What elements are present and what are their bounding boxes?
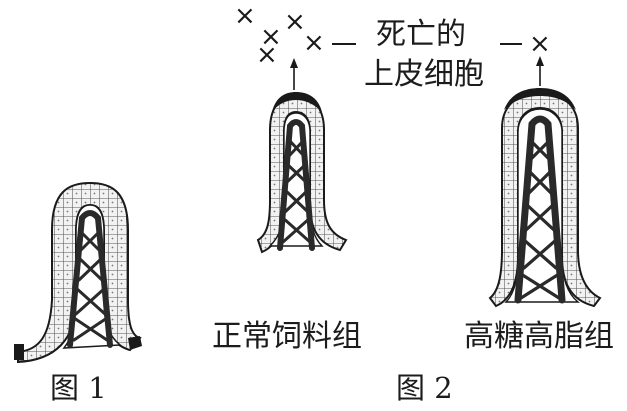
annotation-line2: 上皮细胞 xyxy=(364,57,484,92)
group-label-highfat: 高糖高脂组 xyxy=(464,319,614,354)
group-label-normal: 正常饲料组 xyxy=(212,319,362,354)
villus1-core xyxy=(67,210,113,348)
villus-highfat xyxy=(488,88,602,308)
arrow-highfat xyxy=(536,56,544,86)
arrow-normal xyxy=(290,58,298,90)
villus-highfat-core xyxy=(514,115,566,304)
figure2-caption: 图 2 xyxy=(396,371,453,405)
villus-normal xyxy=(256,92,348,254)
villus-normal-core xyxy=(277,119,315,251)
dead-cell-mark: × xyxy=(529,29,551,59)
dead-cell-mark: × xyxy=(234,1,256,31)
dead-cell-mark: × xyxy=(256,40,278,70)
villus-highfat-cap xyxy=(504,88,576,110)
dead-cell-mark: × xyxy=(284,7,306,37)
villus1-tail-left xyxy=(14,344,24,360)
villus1-tail-right xyxy=(128,336,142,350)
villus-normal-cap xyxy=(272,92,322,112)
villus-figure1 xyxy=(14,181,142,364)
figure1-caption: 图 1 xyxy=(50,371,107,405)
annotation-line1: 死亡的 xyxy=(376,17,466,52)
dead-cell-mark: × xyxy=(260,22,282,52)
dead-cell-mark: × xyxy=(303,28,325,58)
